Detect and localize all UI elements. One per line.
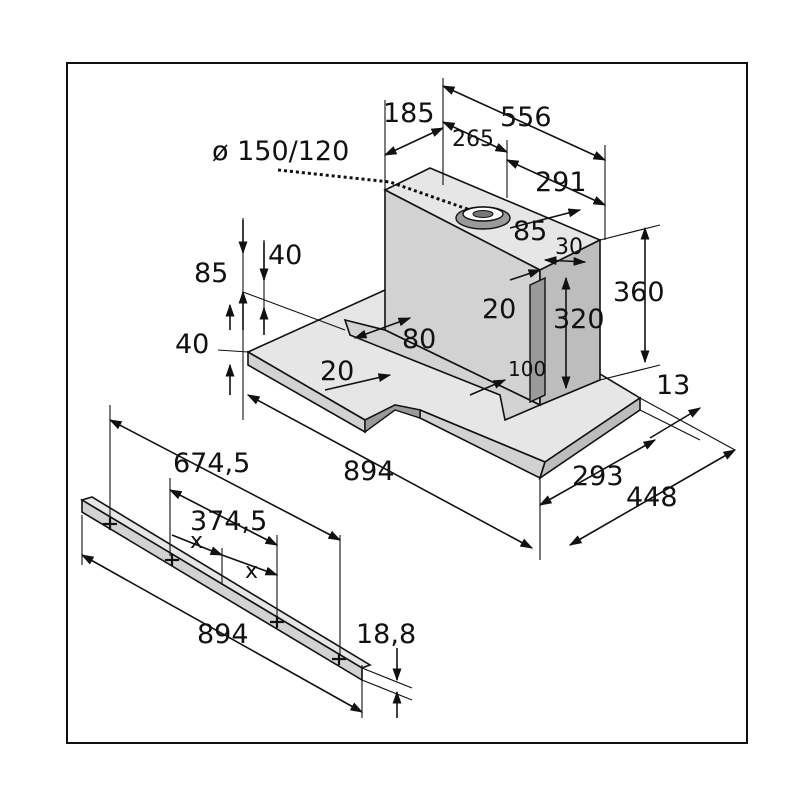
- label-20-left: 20: [320, 356, 354, 387]
- hood-dimensions: [217, 78, 737, 560]
- label-360: 360: [613, 277, 665, 308]
- label-x2: x: [245, 559, 258, 584]
- label-duct-diameter: ø 150/120: [212, 136, 349, 167]
- label-20-right: 20: [482, 294, 516, 325]
- label-185: 185: [383, 98, 435, 129]
- trim-strip: [80, 405, 413, 718]
- label-448: 448: [626, 482, 678, 513]
- label-374-5: 374,5: [190, 506, 267, 537]
- label-85-top: 85: [513, 216, 547, 247]
- label-40-lower: 40: [175, 329, 209, 360]
- label-265: 265: [452, 127, 494, 152]
- label-894-strip: 894: [197, 619, 249, 650]
- label-40-upper: 40: [268, 240, 302, 271]
- label-x1: x: [190, 529, 203, 554]
- label-674-5: 674,5: [173, 448, 250, 479]
- label-13: 13: [656, 370, 690, 401]
- label-85-left: 85: [194, 258, 228, 289]
- label-293: 293: [572, 461, 624, 492]
- label-291: 291: [535, 167, 587, 198]
- label-18-8: 18,8: [356, 619, 416, 650]
- label-320: 320: [553, 304, 605, 335]
- label-894-hood: 894: [343, 456, 395, 487]
- dimension-labels: ø 150/120 185 556 265 291 85 30 360 40 8…: [173, 98, 690, 650]
- side-recess: [529, 276, 546, 404]
- label-556: 556: [500, 102, 552, 133]
- label-80: 80: [402, 324, 436, 355]
- label-30: 30: [555, 235, 583, 260]
- label-100: 100: [508, 357, 546, 381]
